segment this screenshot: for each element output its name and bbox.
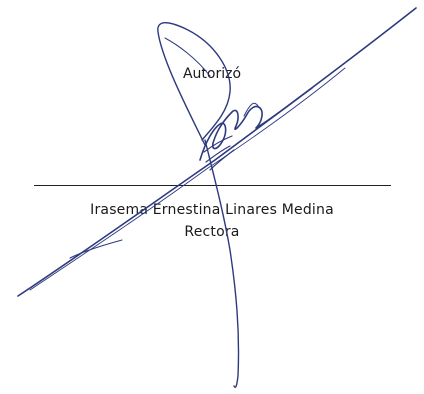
signature-stroke-cursive	[199, 87, 313, 161]
signature-stroke-hatch	[203, 135, 235, 171]
signature-stroke-secondary	[29, 67, 346, 291]
signature-stroke-tail	[69, 239, 123, 259]
signature-stroke-main	[17, 7, 417, 297]
signer-title: Rectora	[184, 224, 240, 240]
signature-line	[34, 185, 391, 186]
signer-name: Irasema Ernestina Linares Medina	[90, 202, 334, 218]
authorized-label: Autorizó	[182, 66, 242, 82]
signature-stroke-hook	[243, 102, 259, 117]
signature-stroke-loop	[157, 22, 231, 146]
signature-stroke-descender	[204, 139, 240, 388]
